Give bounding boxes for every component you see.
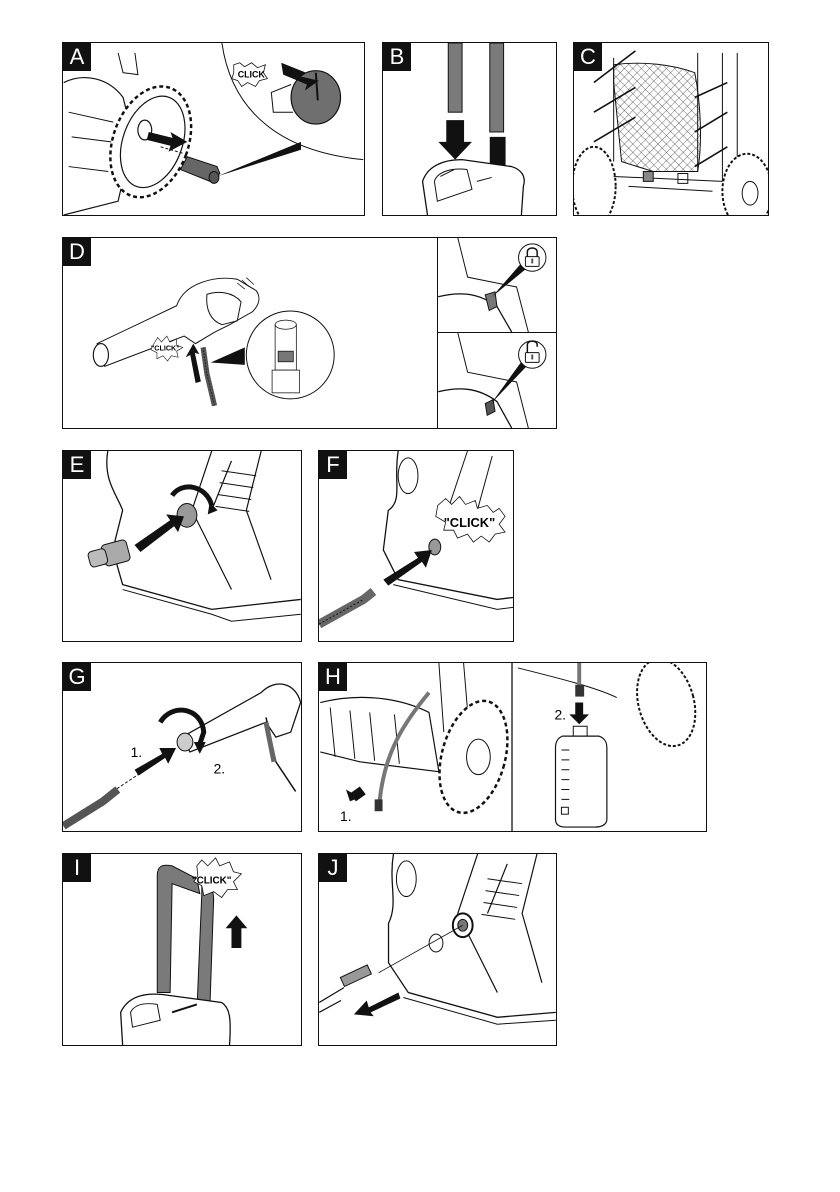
step-2-label: 2. xyxy=(214,761,226,777)
panel-label: D xyxy=(63,238,91,266)
detergent-hose-illustration: 1. 2. xyxy=(319,663,706,831)
trigger-lock-unlocked xyxy=(437,332,557,429)
click-callout: "CLICK" xyxy=(444,515,495,530)
panel-a: A CLICK xyxy=(62,42,365,216)
panel-f: F "CLICK" xyxy=(318,450,514,642)
panel-j: J xyxy=(318,853,557,1046)
panel-i: I "CLICK" xyxy=(62,853,302,1046)
lance-insertion-illustration: 1. 2. xyxy=(63,663,301,831)
panel-label: H xyxy=(319,663,347,691)
step-2-label: 2. xyxy=(555,706,567,722)
click-callout: "CLICK" xyxy=(192,876,232,887)
panel-label: C xyxy=(574,43,602,71)
panel-label: B xyxy=(383,43,411,71)
panel-c: C xyxy=(573,42,769,216)
click-callout: CLICK xyxy=(238,70,266,80)
step-1-label: 1. xyxy=(131,744,143,760)
wheel-axle-illustration: CLICK xyxy=(63,43,364,215)
panel-e: E xyxy=(62,450,302,642)
panel-label: E xyxy=(63,451,91,479)
trigger-unlocked-illustration xyxy=(438,333,556,428)
panel-label: I xyxy=(63,854,91,882)
water-inlet-adapter-illustration xyxy=(63,451,301,641)
panel-d: D "CLICK" xyxy=(62,237,557,429)
panel-label: J xyxy=(319,854,347,882)
trigger-lock-locked xyxy=(437,237,557,333)
high-pressure-hose-connection-illustration: "CLICK" xyxy=(319,451,513,641)
telescopic-handle-illustration: "CLICK" xyxy=(63,854,301,1045)
panel-h: H 1. 2. xyxy=(318,662,707,832)
panel-label: F xyxy=(319,451,347,479)
panel-b: B xyxy=(382,42,557,216)
panel-label: A xyxy=(63,43,91,71)
panel-label: G xyxy=(63,663,91,691)
inlet-filter-removal-illustration xyxy=(319,854,556,1045)
spray-gun-hose-illustration: "CLICK" xyxy=(63,238,438,428)
trigger-locked-illustration xyxy=(438,238,556,332)
hose-net-illustration xyxy=(574,43,768,215)
click-callout: "CLICK" xyxy=(151,343,180,352)
panel-g: G 1. 2. xyxy=(62,662,302,832)
step-1-label: 1. xyxy=(340,808,352,824)
